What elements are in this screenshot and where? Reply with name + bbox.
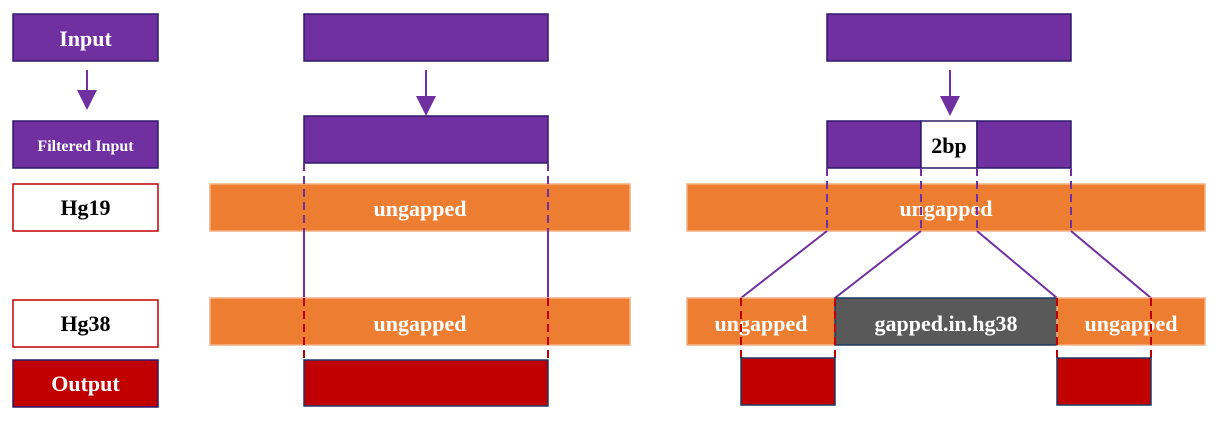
legend-input-label: Input	[59, 26, 112, 51]
right-hg38-middle-bar	[834, 297, 1058, 346]
legend-hg19-label: Hg19	[60, 195, 110, 220]
right-output-left-bar	[740, 357, 836, 406]
legend-output-label: Output	[51, 371, 120, 396]
legend-filtered-input-label: Filtered Input	[37, 138, 134, 155]
right-filtered-input-left	[826, 120, 922, 169]
right-filtered-input-right	[976, 120, 1072, 169]
right-panel: 2bp ungapped ungapped gapped.in.hg38 ung…	[686, 13, 1206, 406]
left-output-bar	[303, 359, 549, 407]
left-hg38-label: ungapped	[374, 311, 467, 336]
left-input-bar	[303, 13, 549, 62]
right-gap-label: 2bp	[931, 133, 966, 158]
right-hg38-middle-label: gapped.in.hg38	[874, 311, 1017, 336]
right-map-line-4	[1070, 230, 1152, 299]
legend-output: Output	[12, 359, 159, 408]
right-input-bar	[826, 13, 1072, 62]
right-hg38-right-bar	[1056, 297, 1206, 346]
right-map-line-3	[976, 230, 1058, 299]
right-hg38-right-label: ungapped	[1085, 311, 1178, 336]
left-panel: ungapped ungapped	[209, 13, 631, 407]
legend-hg38: Hg38	[12, 299, 159, 348]
right-map-line-2	[834, 230, 922, 299]
right-output-right-bar	[1056, 357, 1152, 406]
right-map-line-1	[740, 230, 828, 299]
legend-input: Input	[12, 13, 159, 62]
legend-filtered-input: Filtered Input	[12, 120, 159, 169]
left-filtered-input-bar	[303, 115, 549, 164]
right-hg38-left-label: ungapped	[715, 311, 808, 336]
legend-hg19: Hg19	[12, 183, 159, 232]
legend-hg38-label: Hg38	[60, 311, 110, 336]
right-hg19-bar	[686, 183, 1206, 232]
left-hg19-label: ungapped	[374, 196, 467, 221]
right-hg19-label: ungapped	[900, 196, 993, 221]
left-hg19-bar	[209, 183, 631, 232]
left-hg38-bar	[209, 297, 631, 346]
